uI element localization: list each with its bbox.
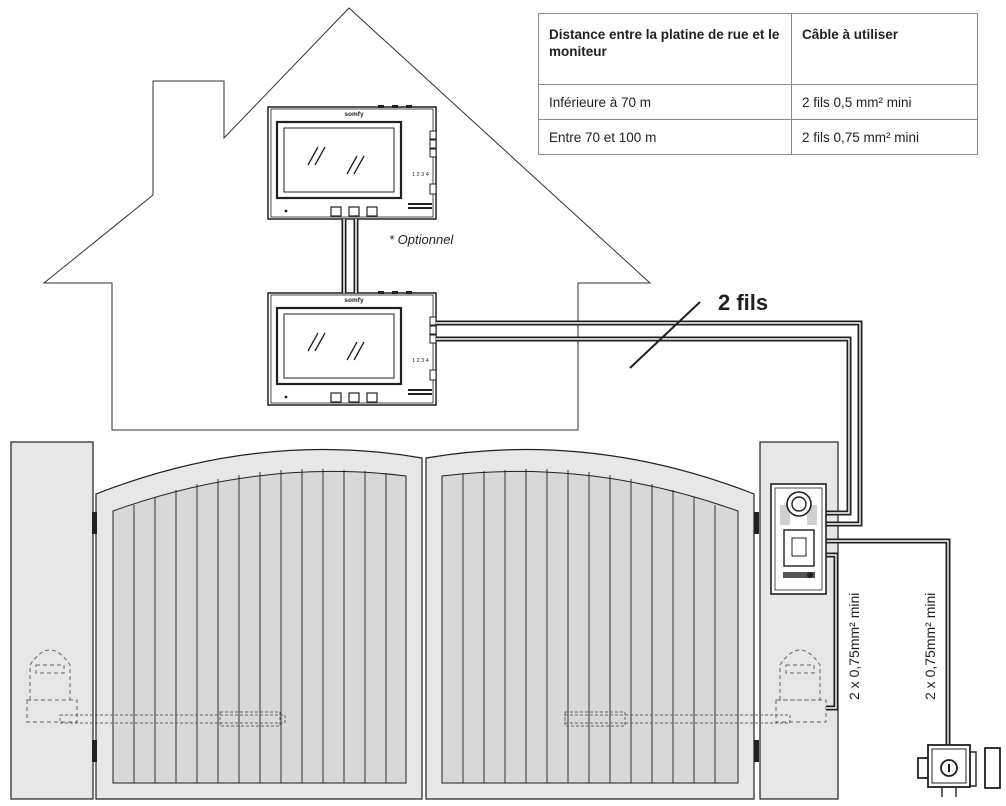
two-wire-slash [629,301,701,369]
table-cell: 2 fils 0,5 mm² mini [791,84,978,120]
door-station-cable [436,320,863,527]
monitor-main-brand: somfy [344,297,364,304]
table-header-cable: Câble à utiliser [791,13,978,85]
gate-left-leaf [95,448,423,800]
cable-table: Distance entre la platine de rue et le m… [538,13,978,155]
table-row: Inférieure à 70 m 2 fils 0,5 mm² mini [538,84,978,120]
table-row: Entre 70 et 100 m 2 fils 0,75 mm² mini [538,119,978,155]
monitor-optional-brand: somfy [344,111,364,118]
monitor-optional [266,103,438,221]
lock-cable-label: 2 x 0,75mm² mini [922,592,938,700]
door-station [770,483,827,595]
monitor-optional-numbers: 1 2 3 4 [412,172,429,178]
lock-cable [826,538,951,745]
monitor-main-numbers: 1 2 3 4 [412,358,429,364]
motor-cable-label: 2 x 0,75mm² mini [846,592,862,700]
table-cell: Entre 70 et 100 m [538,119,792,155]
actuator-arm-left [59,711,286,727]
actuator-arm-right [564,711,791,727]
monitor-link-cable [341,219,359,293]
table-cell: 2 fils 0,75 mm² mini [791,119,978,155]
two-wires-label: 2 fils [718,290,769,315]
table-header-row: Distance entre la platine de rue et le m… [538,13,978,85]
motor-left [26,649,78,723]
motor-cable [826,552,839,711]
gate-right-leaf [425,448,755,800]
electric-lock [917,744,1001,797]
table-cell: Inférieure à 70 m [538,84,792,120]
monitor-main [266,289,438,407]
left-pillar [10,441,94,800]
motor-right [775,649,827,723]
table-header-distance: Distance entre la platine de rue et le m… [538,13,792,85]
optional-label: * Optionnel [389,232,454,247]
